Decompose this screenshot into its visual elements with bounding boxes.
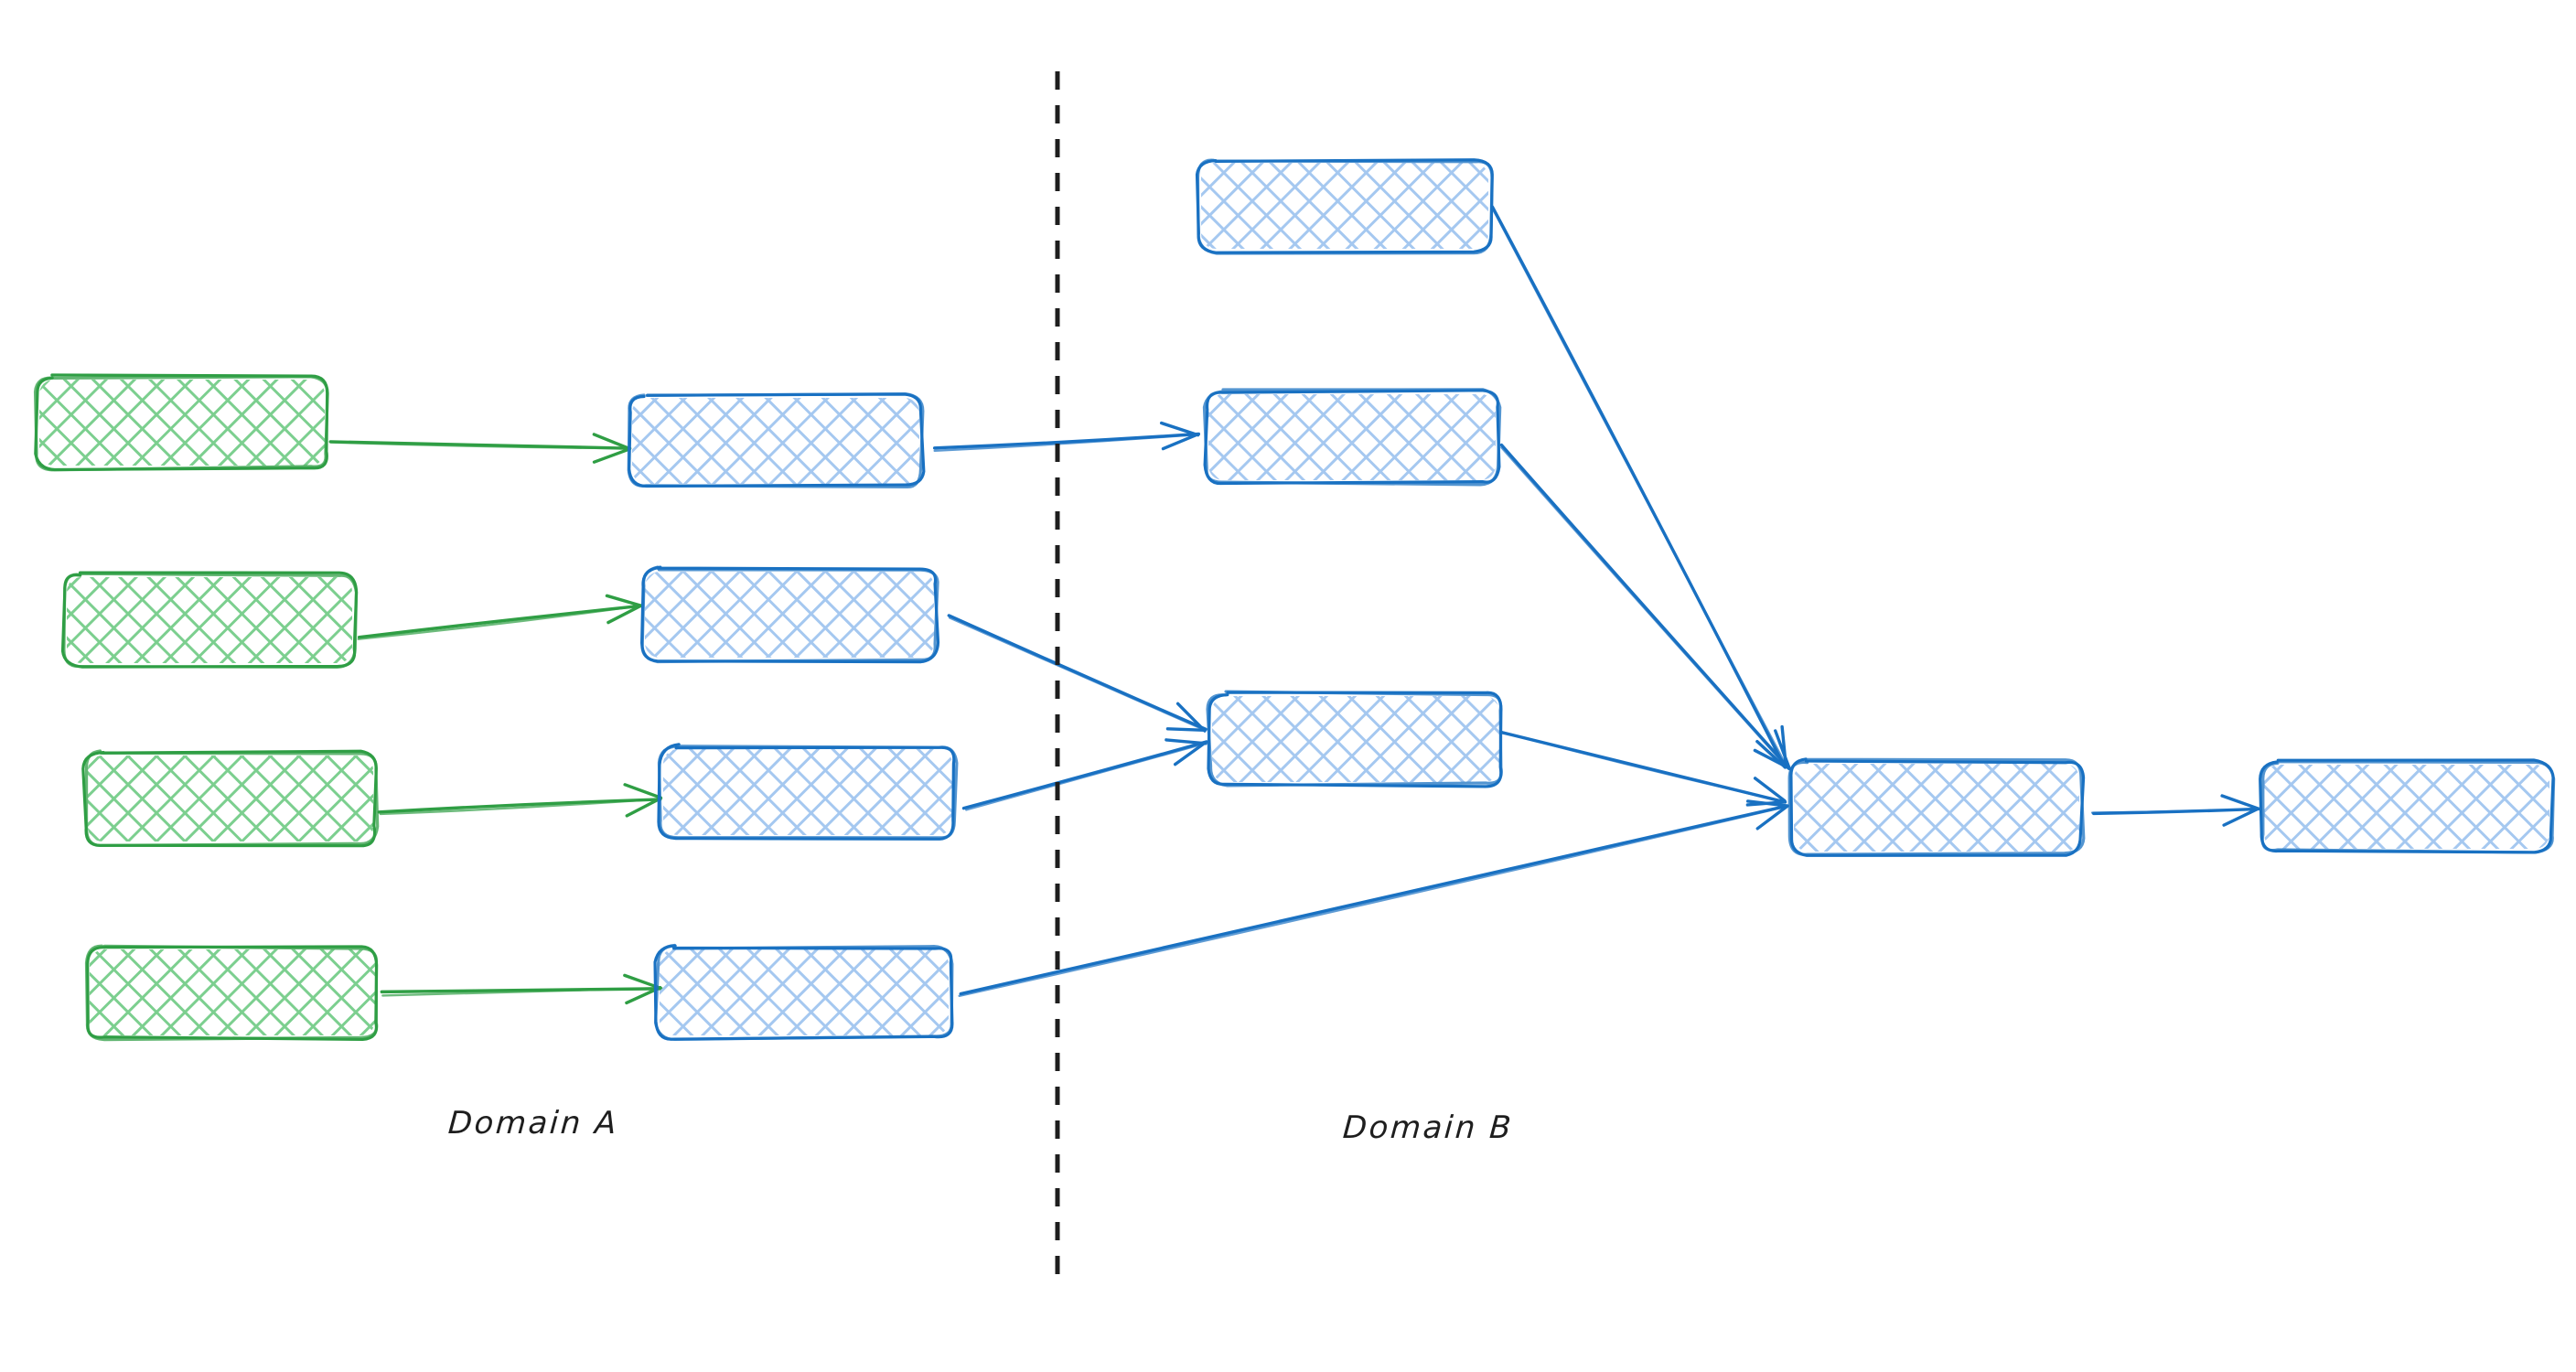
arrowhead-stroke-0	[2222, 808, 2259, 827]
edge-line	[1491, 208, 1788, 767]
edge-c3-to-hub[interactable]	[1500, 731, 1787, 807]
node-outline	[1787, 757, 2086, 856]
node-outline	[640, 565, 939, 664]
arrowhead-stroke-0	[1755, 804, 1789, 831]
arrowhead-stroke-0	[606, 604, 643, 625]
arrowhead-stroke-0	[1745, 800, 1787, 807]
edge-line	[932, 432, 1201, 450]
edge-line	[2090, 808, 2259, 814]
arrowhead-stroke-0	[1161, 433, 1199, 451]
edge-b1-to-c2[interactable]	[932, 421, 1201, 453]
node-c1[interactable]	[1195, 158, 1494, 255]
node-fill	[1212, 696, 1499, 782]
node-b3[interactable]	[657, 743, 959, 841]
edges-group	[328, 205, 2260, 1005]
edge-line	[1501, 731, 1787, 803]
edge-c1-to-hub[interactable]	[1490, 205, 1788, 769]
edge-a1-to-b1[interactable]	[328, 433, 632, 464]
node-c3[interactable]	[1206, 690, 1503, 788]
node-a2[interactable]	[60, 571, 359, 669]
node-fill	[2264, 765, 2549, 849]
arrowhead-stroke-1	[1175, 702, 1207, 733]
node-outline	[84, 944, 379, 1042]
node-a1[interactable]	[33, 373, 329, 472]
node-b4[interactable]	[653, 943, 954, 1042]
node-outline	[653, 943, 954, 1042]
node-outline	[1196, 158, 1494, 255]
arrowhead-stroke-0	[1173, 740, 1208, 766]
arrowhead-stroke-1	[592, 433, 632, 451]
edge-line	[958, 805, 1789, 997]
node-fill	[39, 380, 325, 466]
arrowhead-stroke-1	[623, 783, 662, 799]
node-final[interactable]	[2259, 758, 2556, 854]
node-fill	[645, 572, 934, 658]
edge-line	[357, 604, 644, 640]
edge-c2-to-hub[interactable]	[1499, 443, 1791, 771]
edge-a3-to-b3[interactable]	[377, 783, 663, 818]
node-a4[interactable]	[84, 944, 379, 1042]
arrowhead-stroke-1	[1159, 421, 1200, 437]
node-b1[interactable]	[627, 391, 926, 489]
edge-hub-to-final[interactable]	[2090, 794, 2260, 827]
domain-a-label: Domain A	[446, 1105, 620, 1142]
node-fill	[1794, 764, 2079, 852]
node-outline	[627, 391, 925, 489]
edge-line	[961, 740, 1207, 810]
edge-line	[933, 433, 1200, 453]
node-outline	[84, 749, 380, 847]
node-c2[interactable]	[1202, 388, 1502, 487]
edge-line	[381, 987, 662, 997]
edge-line	[379, 798, 661, 816]
arrowhead-stroke-0	[625, 796, 663, 818]
edge-line	[959, 804, 1789, 996]
node-fill	[663, 749, 952, 835]
edge-line	[1499, 443, 1791, 771]
arrowhead-stroke-0	[592, 447, 631, 464]
edge-b4-to-hub[interactable]	[958, 799, 1789, 997]
arrowhead-stroke-1	[1165, 738, 1208, 745]
edge-a2-to-b2[interactable]	[357, 594, 644, 640]
arrowhead-stroke-1	[1753, 777, 1787, 803]
edge-b2-to-c3[interactable]	[947, 614, 1208, 733]
node-outline	[1206, 690, 1503, 788]
edge-b3-to-c3[interactable]	[961, 738, 1208, 811]
node-fill	[1208, 394, 1496, 480]
node-outline	[33, 375, 329, 472]
node-fill	[1201, 163, 1488, 249]
nodes-group	[33, 158, 2556, 1042]
node-fill	[90, 949, 375, 1035]
arrowhead-stroke-1	[1774, 729, 1791, 771]
arrowhead-stroke-0	[1165, 727, 1207, 732]
node-hub[interactable]	[1787, 757, 2086, 857]
edge-line	[947, 614, 1208, 732]
edge-line	[329, 441, 632, 450]
node-fill	[88, 756, 373, 841]
node-fill	[632, 398, 919, 484]
edge-line	[948, 616, 1207, 732]
arrowhead-stroke-0	[1753, 748, 1791, 770]
node-outline	[2260, 760, 2556, 854]
node-outline	[657, 745, 959, 840]
edge-line	[965, 742, 1208, 811]
node-outline	[62, 572, 359, 669]
node-outline	[1202, 388, 1502, 487]
arrowhead-stroke-1	[2220, 794, 2260, 810]
edge-line	[1500, 446, 1790, 770]
node-b2[interactable]	[640, 565, 940, 664]
node-fill	[67, 577, 352, 663]
arrowhead-stroke-1	[623, 973, 661, 990]
node-fill	[660, 949, 949, 1035]
node-a3[interactable]	[81, 749, 380, 848]
edge-a4-to-b4[interactable]	[380, 973, 663, 1005]
domain-b-label: Domain B	[1341, 1109, 1515, 1146]
arrowhead-stroke-1	[605, 594, 644, 608]
